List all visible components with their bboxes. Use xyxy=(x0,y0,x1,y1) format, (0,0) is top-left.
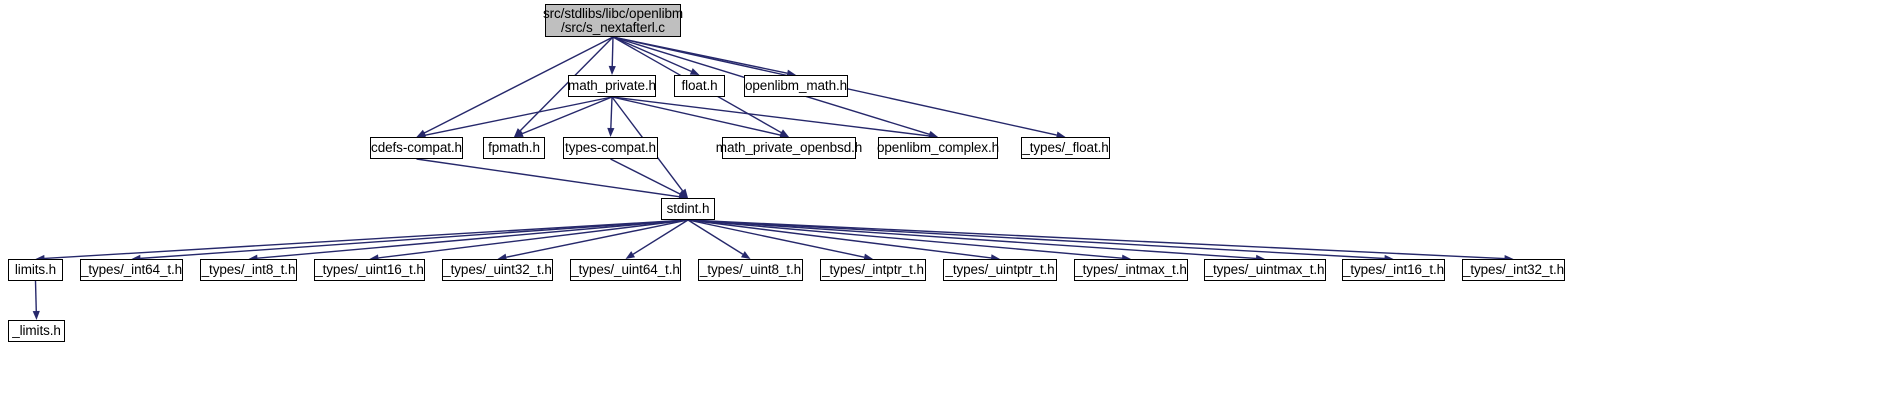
graph-node-t_int8[interactable]: _types/_int8_t.h xyxy=(200,259,297,281)
graph-edge-math_private-to-openlibm_cplx xyxy=(611,96,930,137)
graph-edge-math_private-to-math_priv_obsd xyxy=(611,96,781,136)
graph-node-t_int64[interactable]: _types/_int64_t.h xyxy=(80,259,183,281)
graph-edge-stdint-to-t_uint64 xyxy=(632,219,689,255)
graph-edge-root-to-openlibm_math xyxy=(612,36,788,74)
graph-arrowhead-types_compat-to-stdint xyxy=(678,190,688,198)
graph-arrowhead-root-to-fpmath xyxy=(514,128,523,137)
graph-arrowhead-root-to-math_priv_obsd xyxy=(779,129,789,137)
graph-node-types_compat[interactable]: types-compat.h xyxy=(563,137,658,159)
graph-node-stdint[interactable]: stdint.h xyxy=(661,198,715,220)
graph-edge-stdint-to-t_int32 xyxy=(687,219,1505,260)
graph-node-openlibm_cplx[interactable]: openlibm_complex.h xyxy=(877,137,999,159)
graph-edge-root-to-math_private xyxy=(611,36,614,67)
graph-edge-stdint-to-limits xyxy=(44,219,689,260)
graph-node-t_intptr[interactable]: _types/_intptr_t.h xyxy=(820,259,926,281)
graph-node-limits_under[interactable]: _limits.h xyxy=(8,320,65,342)
graph-node-math_priv_obsd[interactable]: math_private_openbsd.h xyxy=(716,137,862,159)
graph-edge-types_compat-to-stdint xyxy=(610,158,681,195)
graph-edge-stdint-to-t_uint16 xyxy=(378,219,689,259)
graph-edge-stdint-to-t_int64 xyxy=(140,219,689,260)
graph-node-t_uint16[interactable]: _types/_uint16_t.h xyxy=(314,259,425,281)
graph-edge-stdint-to-t_int8 xyxy=(257,219,689,259)
graph-node-limits[interactable]: limits.h xyxy=(8,259,63,281)
graph-edge-math_private-to-fpmath xyxy=(522,96,613,135)
graph-edge-stdint-to-t_uint32 xyxy=(506,219,689,258)
graph-arrowhead-stdint-to-t_uint8 xyxy=(740,251,751,259)
graph-edge-stdint-to-t_int16 xyxy=(687,219,1385,260)
graph-edge-root-to-float xyxy=(612,36,692,73)
graph-edge-math_private-to-cdefs_compat xyxy=(425,96,613,136)
graph-edge-cdefs_compat-to-stdint xyxy=(416,158,680,198)
graph-node-openlibm_math[interactable]: openlibm_math.h xyxy=(744,75,848,97)
graph-arrowhead-limits-to-limits_under xyxy=(32,310,40,320)
graph-edge-math_private-to-types_compat xyxy=(610,96,613,129)
graph-arrowhead-math_private-to-types_compat xyxy=(607,127,615,137)
graph-edge-limits-to-limits_under xyxy=(34,280,37,312)
graph-node-t_uintptr[interactable]: _types/_uintptr_t.h xyxy=(943,259,1057,281)
graph-node-types_float[interactable]: _types/_float.h xyxy=(1021,137,1110,159)
graph-arrowhead-math_private-to-fpmath xyxy=(514,130,524,137)
graph-node-root[interactable]: src/stdlibs/libc/openlibm /src/s_nextaft… xyxy=(543,4,683,37)
graph-arrowhead-stdint-to-t_uint64 xyxy=(625,251,636,259)
graph-edge-stdint-to-t_uintptr xyxy=(687,219,992,259)
graph-node-t_int16[interactable]: _types/_int16_t.h xyxy=(1342,259,1445,281)
graph-arrowhead-root-to-cdefs_compat xyxy=(416,129,427,137)
graph-node-t_intmax[interactable]: _types/_intmax_t.h xyxy=(1074,259,1188,281)
graph-edge-stdint-to-t_uint8 xyxy=(687,219,744,255)
graph-node-float[interactable]: float.h xyxy=(674,75,725,97)
graph-node-fpmath[interactable]: fpmath.h xyxy=(483,137,545,159)
graph-arrowhead-root-to-math_private xyxy=(608,65,616,75)
graph-node-t_uint32[interactable]: _types/_uint32_t.h xyxy=(442,259,553,281)
graph-arrowhead-math_private-to-stdint xyxy=(679,188,688,198)
graph-arrowhead-root-to-float xyxy=(689,68,700,75)
graph-edge-stdint-to-t_uintmax xyxy=(687,219,1257,260)
graph-node-t_uintmax[interactable]: _types/_uintmax_t.h xyxy=(1204,259,1326,281)
graph-node-math_private[interactable]: math_private.h xyxy=(568,75,656,97)
graph-edge-stdint-to-t_intptr xyxy=(687,219,865,258)
graph-node-t_int32[interactable]: _types/_int32_t.h xyxy=(1462,259,1565,281)
graph-node-t_uint8[interactable]: _types/_uint8_t.h xyxy=(698,259,803,281)
graph-edge-stdint-to-t_intmax xyxy=(687,219,1123,259)
graph-node-cdefs_compat[interactable]: cdefs-compat.h xyxy=(370,137,463,159)
graph-node-t_uint64[interactable]: _types/_uint64_t.h xyxy=(570,259,681,281)
